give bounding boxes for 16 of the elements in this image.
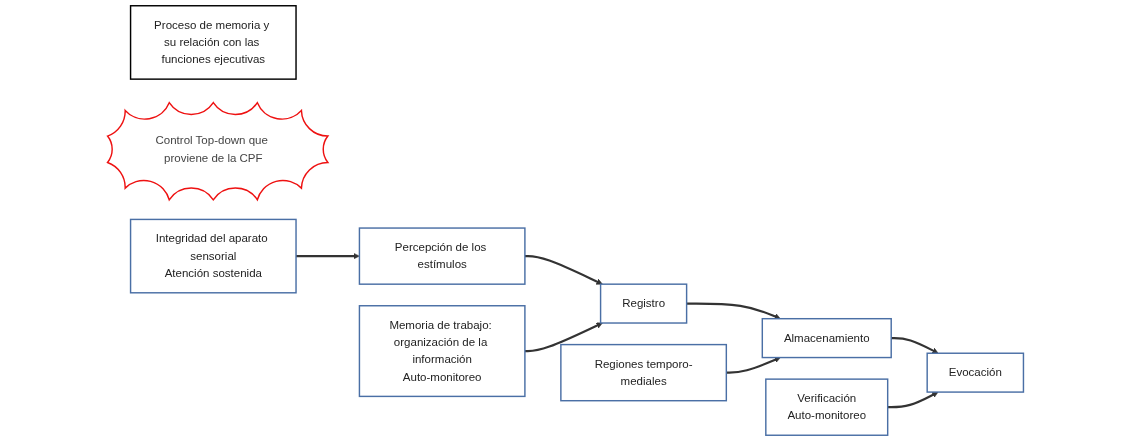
arrow [887,391,939,409]
node-box: Registro [599,283,688,324]
arrow [726,356,781,374]
node-box: Almacenamiento [761,317,892,359]
node-box: Evocación [926,352,1025,393]
arrow [296,252,360,260]
node-box: Memoria de trabajo: organización de la información Auto-monitoreo [358,305,526,398]
node-box: Proceso de memoria y su relación con las funciones ejecutivas [129,5,297,80]
arrow [524,255,603,285]
node-box: Verificación Auto-monitoreo [765,378,889,436]
node-box: Regiones temporo-mediales [560,343,728,402]
node-box: Integridad del aparato sensorial Atención sostenida [129,218,297,294]
arrow [686,302,781,320]
arrow [891,337,939,354]
arrow [524,322,603,353]
node-box: Percepción de los estímulos [358,227,526,285]
